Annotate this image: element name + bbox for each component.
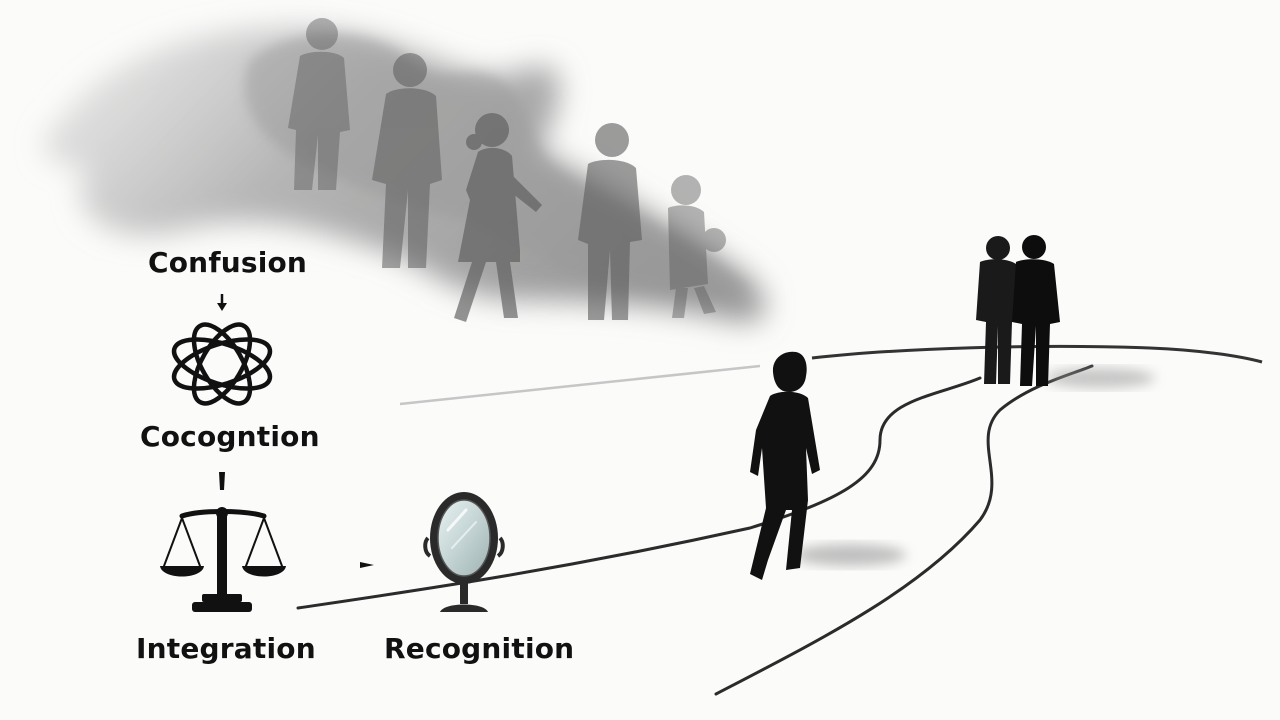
arrow-right-icon (360, 562, 374, 568)
horizon-line-right (811, 344, 1263, 364)
arrow-down-icon (217, 294, 227, 311)
winding-road (296, 364, 1094, 696)
road-left-edge (296, 376, 982, 610)
stage-label-confusion: Confusion (148, 246, 308, 279)
stage-label-integration: Integration (136, 632, 316, 665)
tangled-knot-icon (171, 322, 273, 406)
road-right-edge (714, 364, 1094, 696)
walking-figure (750, 351, 906, 580)
ghost-family (288, 18, 726, 322)
ghost-figure-child (578, 123, 642, 320)
stage-label-recognition: Recognition (384, 632, 575, 665)
horizon-line (399, 364, 761, 406)
ghost-figure-adult-1 (288, 18, 350, 191)
arrow-down-icon (219, 472, 225, 490)
standing-pair (976, 235, 1155, 388)
ghost-figure-adult-2 (372, 53, 442, 268)
mirror-icon (423, 492, 505, 612)
ghost-figure-toddler (668, 175, 726, 318)
stage-label-cocognition: Cocogntion (140, 420, 320, 453)
ghost-figure-girl (454, 113, 542, 322)
balance-scale-icon (160, 507, 286, 612)
ball-icon (702, 228, 726, 252)
